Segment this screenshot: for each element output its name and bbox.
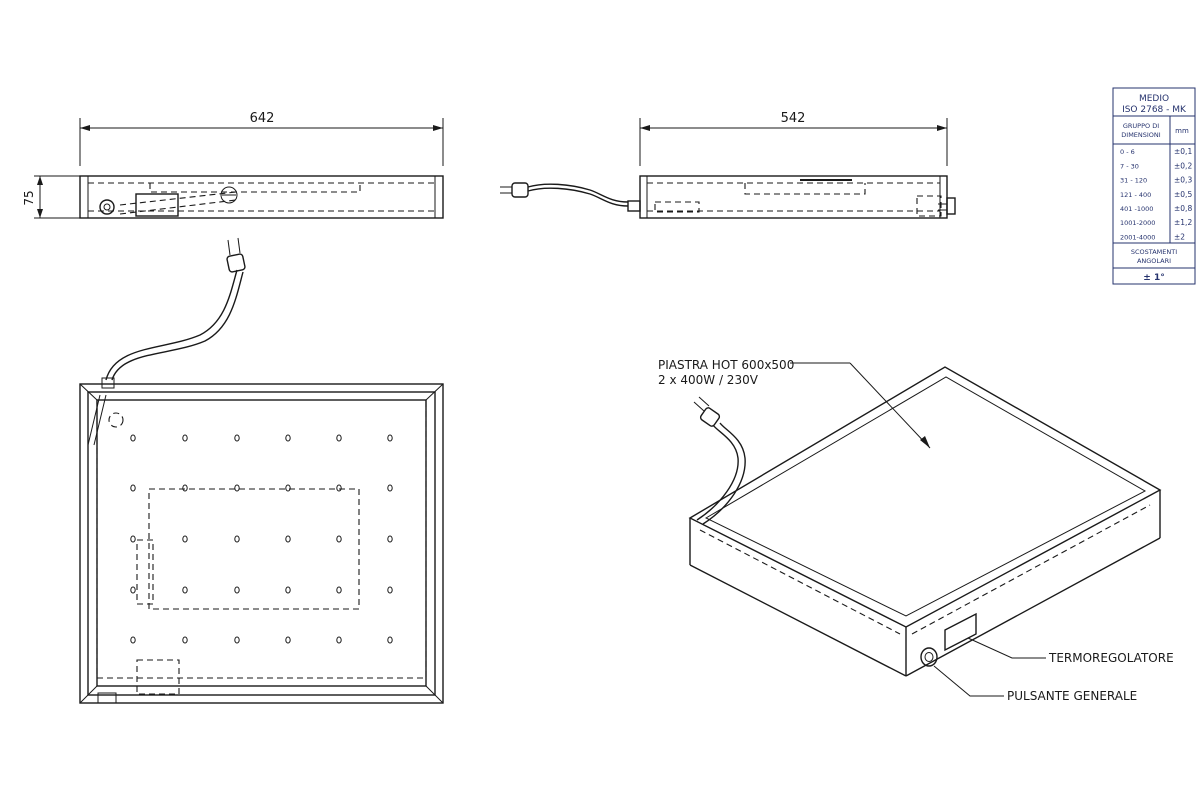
- tolerance-value: ±0,5: [1174, 190, 1192, 199]
- main-switch-knob-iso: [920, 647, 938, 667]
- screw-hole: [285, 535, 291, 543]
- isometric-view: PIASTRA HOT 600x500 2 x 400W / 230V TERM…: [658, 358, 1174, 703]
- tolerance-range: 401 -1000: [1120, 205, 1153, 213]
- screw-hole: [336, 535, 342, 543]
- tolerance-value: ±0,2: [1174, 161, 1192, 170]
- tolerance-range: 0 - 6: [1120, 148, 1135, 156]
- screw-hole: [234, 484, 240, 492]
- table-angular-value: ± 1°: [1143, 273, 1164, 283]
- screw-hole: [387, 636, 393, 644]
- screw-hole: [182, 484, 188, 492]
- table-angular-line1: SCOSTAMENTI: [1131, 248, 1177, 256]
- screw-hole: [387, 586, 393, 594]
- tolerance-range: 31 - 120: [1120, 177, 1147, 185]
- tolerance-value: ±0,8: [1174, 204, 1192, 213]
- screw-hole: [130, 484, 136, 492]
- main-switch-knob: [99, 199, 115, 215]
- plug-icon: [699, 407, 721, 427]
- screw-hole: [285, 484, 291, 492]
- tolerance-range: 7 - 30: [1120, 162, 1139, 170]
- table-col-unit: mm: [1175, 127, 1189, 135]
- table-header-line2: ISO 2768 - MK: [1122, 105, 1187, 115]
- screw-hole: [182, 636, 188, 644]
- dimension-label-642: 642: [250, 111, 275, 126]
- thermoregulator-label: TERMOREGOLATORE: [1048, 651, 1174, 665]
- tolerance-rows: 0 - 6 ±0,1 7 - 30 ±0,2 31 - 120 ±0,3 121 - 400…: [1120, 147, 1192, 241]
- screw-hole: [336, 434, 342, 442]
- screw-hole: [234, 636, 240, 644]
- plug-icon: [226, 253, 246, 273]
- plug-icon: [511, 182, 529, 198]
- side-view: 542: [500, 111, 956, 219]
- table-col-group-line2: DIMENSIONI: [1121, 131, 1161, 139]
- table-angular-line2: ANGOLARI: [1137, 257, 1171, 265]
- dimension-label-75: 75: [22, 190, 36, 205]
- screw-hole: [387, 535, 393, 543]
- main-switch-label: PULSANTE GENERALE: [1007, 689, 1137, 703]
- screw-hole: [336, 586, 342, 594]
- tolerance-range: 121 - 400: [1120, 191, 1151, 199]
- tolerance-value: ±0,1: [1174, 147, 1192, 156]
- screw-hole: [182, 535, 188, 543]
- dimension-width-side: 542: [639, 111, 948, 166]
- front-view: 642 75: [22, 111, 444, 219]
- top-view: [79, 237, 444, 704]
- tolerance-range: 2001-4000: [1120, 233, 1155, 241]
- table-header-line1: MEDIO: [1139, 94, 1169, 104]
- tolerance-value: ±0,3: [1174, 176, 1192, 185]
- dimension-label-542: 542: [781, 111, 806, 126]
- thermoregulator-box: [135, 193, 179, 217]
- screw-hole: [130, 535, 136, 543]
- product-label-line1: PIASTRA HOT 600x500: [658, 358, 794, 372]
- screw-hole: [285, 636, 291, 644]
- screw-hole: [336, 484, 342, 492]
- dimension-width-front: 642: [79, 111, 444, 166]
- dimension-height-front: 75: [22, 175, 80, 219]
- screw-hole: [130, 434, 136, 442]
- screw-hole: [336, 636, 342, 644]
- screw-hole: [234, 434, 240, 442]
- tolerance-table: MEDIO ISO 2768 - MK GRUPPO DI DIMENSIONI…: [1112, 87, 1196, 285]
- power-cable-iso: [693, 396, 746, 525]
- tolerance-range: 1001-2000: [1120, 219, 1155, 227]
- product-label-line2: 2 x 400W / 230V: [658, 373, 759, 387]
- tolerance-value: ±1,2: [1174, 218, 1192, 227]
- screw-hole: [182, 434, 188, 442]
- screw-hole: [387, 434, 393, 442]
- thermoregulator-box-iso: [944, 612, 977, 652]
- tolerance-value: ±2: [1174, 232, 1185, 241]
- screw-hole: [285, 586, 291, 594]
- screw-hole: [234, 586, 240, 594]
- screw-hole: [182, 586, 188, 594]
- power-cable-side: [500, 182, 629, 207]
- table-col-group-line1: GRUPPO DI: [1123, 122, 1159, 130]
- screw-hole-grid: [130, 434, 393, 644]
- screw-hole: [130, 586, 136, 594]
- screw-hole: [387, 484, 393, 492]
- power-cable-top: [105, 237, 246, 381]
- screw-hole: [234, 535, 240, 543]
- screw-hole: [285, 434, 291, 442]
- screw-hole: [130, 636, 136, 644]
